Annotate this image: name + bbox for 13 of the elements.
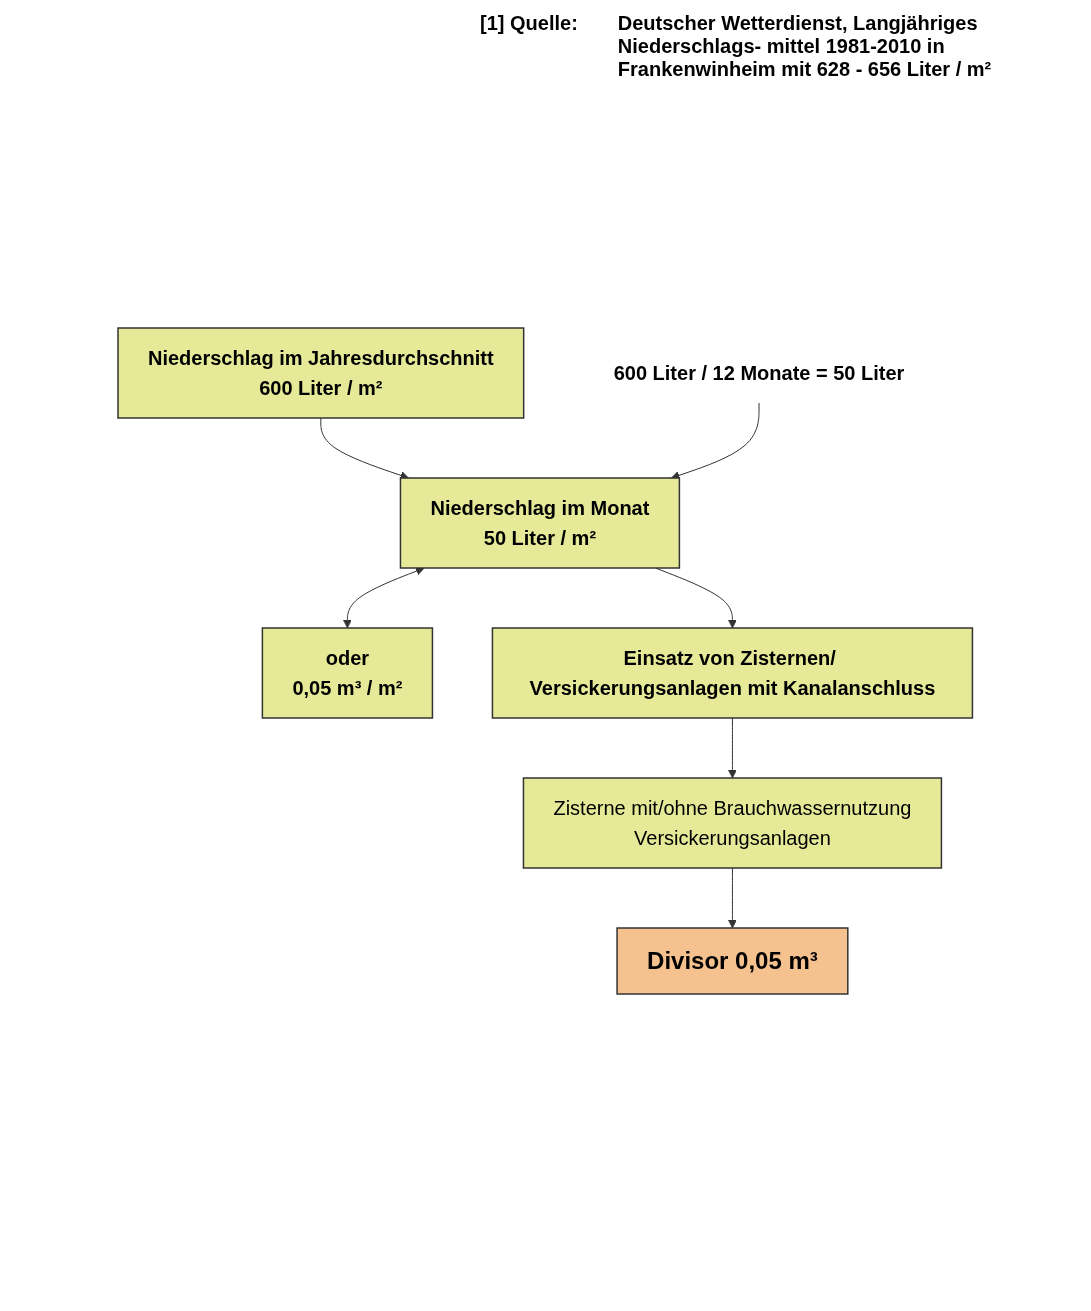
- node-box: Zisterne mit/ohne Brauchwassernutzung Versickerungsanlagen: [523, 777, 943, 869]
- node-box: Einsatz von Zisternen/ Versickerungsanlagen mit Kanalanschluss: [491, 627, 974, 719]
- node-box: oder 0,05 m³ / m²: [261, 627, 434, 719]
- arrow: [671, 402, 760, 480]
- node-box: Niederschlag im Monat 50 Liter / m²: [400, 477, 681, 569]
- node-box: Niederschlag im Jahresdurchschnitt 600 Liter / m²: [117, 327, 525, 419]
- arrow: [320, 417, 410, 480]
- arrow: [728, 867, 738, 929]
- arrow: [728, 717, 738, 779]
- source-label: [1] Quelle:: [480, 12, 578, 36]
- source-note: Deutscher Wetterdienst, Langjähriges Niederschlags- mittel 1981-2010 in Frankenwinheim mit 628 - 656 Liter / m²: [617, 12, 993, 81]
- node-box: Divisor 0,05 m³: [616, 927, 849, 995]
- node-text: 600 Liter / 12 Monate = 50 Liter: [613, 362, 905, 384]
